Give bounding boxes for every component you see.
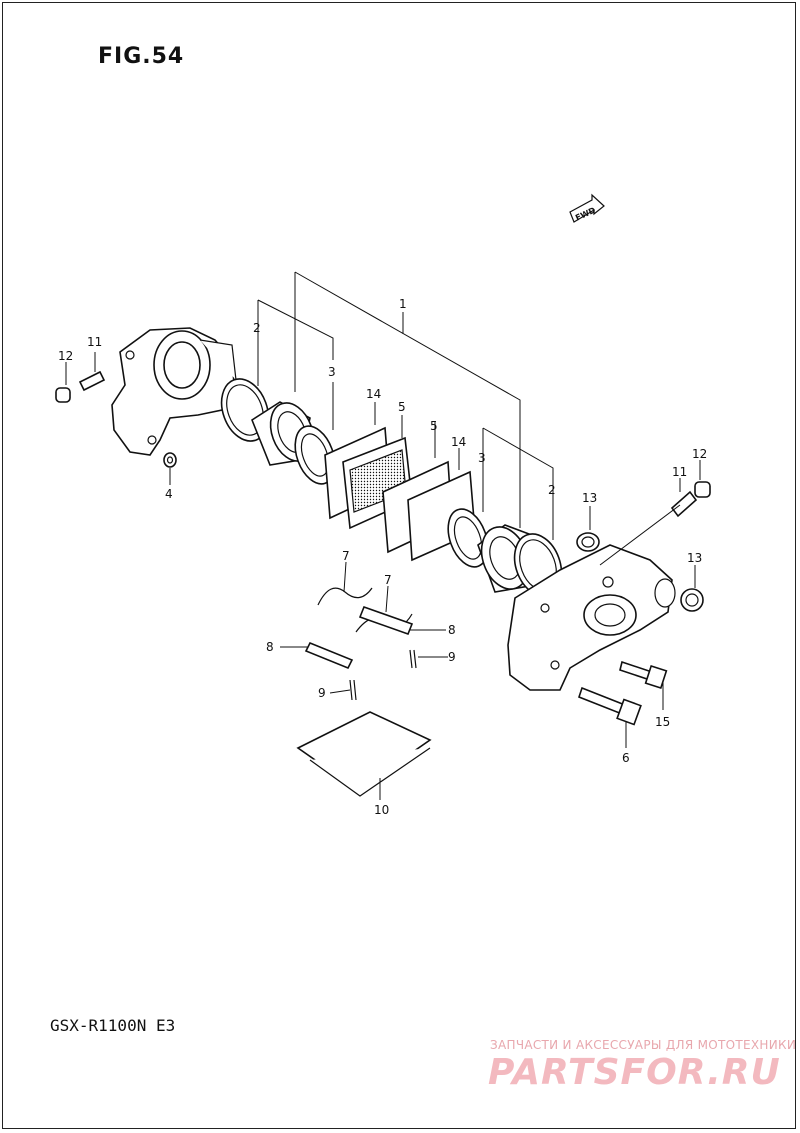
callout-7: 7 — [384, 573, 392, 587]
bleeder-cap-right — [694, 481, 711, 498]
pad-spring-7-left — [317, 587, 373, 606]
callout-13: 13 — [687, 551, 702, 565]
bolt-15 — [619, 660, 668, 690]
callout-3: 3 — [328, 365, 336, 379]
callout-12: 12 — [58, 349, 73, 363]
callout-8: 8 — [448, 623, 456, 637]
callout-5: 5 — [398, 400, 406, 414]
callout-4: 4 — [165, 487, 173, 501]
washer-4 — [163, 452, 177, 468]
bleeder-valve-right — [670, 490, 698, 518]
callout-8: 8 — [266, 640, 274, 654]
o-ring-13-upper — [576, 532, 600, 552]
pad-pin-8-lower — [304, 641, 354, 670]
callout-1: 1 — [399, 297, 407, 311]
left-caliper-housing — [111, 327, 237, 456]
right-seal-3 — [447, 508, 489, 568]
bolt-6 — [578, 686, 642, 726]
callout-5: 5 — [430, 419, 438, 433]
callout-10: 10 — [374, 803, 389, 817]
clip-9-lower — [349, 679, 357, 701]
callout-labels: 1 2 3 14 5 5 14 3 2 12 11 4 13 12 11 13 … — [58, 297, 707, 817]
callout-7: 7 — [342, 549, 350, 563]
callout-12: 12 — [692, 447, 707, 461]
callout-9: 9 — [448, 650, 456, 664]
callout-2: 2 — [253, 321, 261, 335]
callout-14: 14 — [366, 387, 381, 401]
pad-pin-8-upper — [358, 605, 414, 636]
callout-11: 11 — [87, 335, 102, 349]
bleeder-cap-left — [55, 387, 71, 403]
callout-13: 13 — [582, 491, 597, 505]
watermark-logo: PARTSFOR.RU — [488, 1052, 781, 1093]
right-caliper-housing — [507, 544, 676, 691]
clip-9-upper — [409, 649, 417, 669]
callout-11: 11 — [672, 465, 687, 479]
o-ring-13-lower — [680, 588, 704, 612]
watermark-tagline: ЗАПЧАСТИ И АКСЕССУАРЫ ДЛЯ МОТОТЕХНИКИ — [490, 1038, 797, 1052]
forward-arrow-icon: FWD — [569, 193, 605, 223]
figure-title: FIG.54 — [98, 44, 185, 69]
callout-6: 6 — [622, 751, 630, 765]
bleeder-valve-left — [78, 370, 106, 392]
leader-lines — [65, 271, 701, 800]
model-label: GSX-R1100N E3 — [50, 1016, 176, 1035]
callout-15: 15 — [655, 715, 670, 729]
callout-2: 2 — [548, 483, 556, 497]
left-seal-3 — [294, 425, 336, 485]
pad-cover-10 — [296, 711, 432, 797]
callout-9: 9 — [318, 686, 326, 700]
callout-14: 14 — [451, 435, 466, 449]
callout-3: 3 — [478, 451, 486, 465]
